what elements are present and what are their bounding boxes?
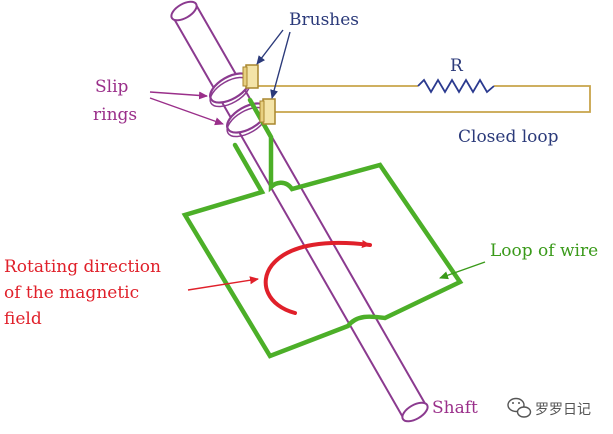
brush-lower [262, 98, 276, 125]
watermark-text: 罗罗日记 [535, 402, 591, 418]
rotating-direction-label-line1: Rotating direction [4, 257, 161, 277]
brush-lower-face [259, 100, 265, 123]
loop-of-wire-arrow [439, 261, 486, 280]
external-circuit [258, 78, 591, 113]
brush-upper-face [242, 66, 248, 87]
callout-arrows [149, 29, 486, 291]
shaft-bottom-end [401, 401, 429, 423]
slip-rings-label-line1: Slip [95, 77, 129, 97]
brushes [242, 64, 276, 125]
rotation-arrow [263, 240, 372, 315]
wechat-icon [507, 397, 532, 418]
rotating-direction-label-line2: of the magnetic [4, 283, 139, 303]
slip-rings-arrow-1 [149, 91, 208, 100]
circuit-right-wire [275, 85, 591, 113]
shaft-label: Shaft [432, 398, 478, 418]
rotating-direction-label-line3: field [4, 309, 42, 329]
wire-loop [181, 97, 464, 359]
resistor-zigzag [417, 78, 495, 94]
loop-of-wire-label: Loop of wire [490, 241, 598, 261]
wire-loop-outline [181, 97, 464, 359]
closed-loop-label: Closed loop [458, 127, 559, 147]
shaft [170, 0, 429, 423]
brushes-arrow-1 [256, 29, 284, 65]
slip-rings-arrow-2 [149, 97, 224, 126]
shaft-top-end [170, 0, 198, 22]
slip-rings-label-line2: rings [93, 105, 137, 125]
resistor-label: R [450, 56, 464, 76]
labels: Brushes R Slip rings Closed loop Rotatin… [4, 10, 598, 418]
brushes-arrow-2 [270, 31, 291, 99]
brushes-label: Brushes [289, 10, 359, 30]
brush-upper [245, 64, 259, 89]
watermark: 罗罗日记 [507, 397, 591, 418]
shaft-fill [173, 4, 427, 420]
rotating-arrow-pointer [187, 276, 259, 291]
